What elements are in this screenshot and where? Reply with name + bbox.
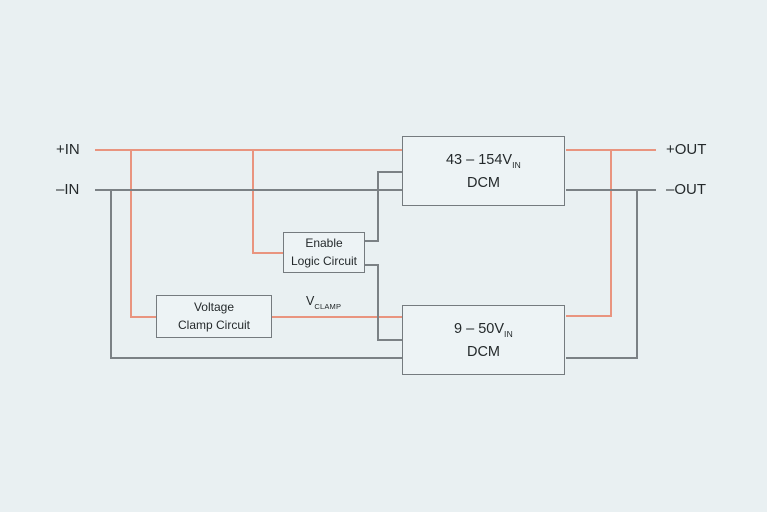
terminal-label-minus-in: –IN	[56, 181, 80, 198]
wire-dcm-bottom-positive-out	[566, 315, 612, 317]
wire-negative-out-rail	[566, 189, 656, 191]
wire-negative-bottom-rail	[110, 357, 402, 359]
dcm-bottom-name: DCM	[466, 343, 501, 360]
wire-positive-branch-clamp-horizontal	[130, 316, 157, 318]
terminal-label-plus-out: +OUT	[666, 141, 707, 158]
wire-positive-in-rail	[95, 149, 402, 151]
dcm-top-name: DCM	[466, 174, 501, 191]
wire-negative-in-rail	[95, 189, 402, 191]
wire-enable-to-dcm-top-vertical	[377, 171, 379, 241]
terminal-label-minus-out: –OUT	[666, 181, 707, 198]
enable-logic-circuit-block: Enable Logic Circuit	[283, 232, 365, 273]
wire-positive-out-branch-vertical	[610, 149, 612, 317]
vclamp-label-main: V	[306, 294, 315, 308]
wire-positive-branch-enable-horizontal	[252, 252, 284, 254]
wire-negative-out-branch-vertical	[636, 189, 638, 358]
wire-negative-branch-vertical	[110, 189, 112, 359]
voltage-clamp-circuit-block: Voltage Clamp Circuit	[156, 295, 272, 338]
dcm-top-range-line: 43 – 154VIN	[446, 149, 521, 172]
wire-vclamp-net	[271, 316, 402, 318]
voltage-clamp-line2: Clamp Circuit	[177, 317, 250, 332]
wire-enable-to-dcm-top-stub	[377, 171, 402, 173]
wire-enable-to-dcm-bottom-stub	[377, 339, 402, 341]
dcm-bottom-block: 9 – 50VIN DCM	[402, 305, 565, 375]
dcm-top-range-subscript: IN	[512, 159, 522, 170]
enable-logic-line1: Enable	[305, 236, 343, 250]
wire-dcm-bottom-negative-out	[566, 357, 638, 359]
wire-positive-branch-enable-vertical	[252, 149, 254, 254]
dcm-top-range: 43 – 154V	[445, 151, 513, 168]
dcm-bottom-range-line: 9 – 50VIN	[454, 318, 513, 341]
dcm-bottom-range-subscript: IN	[504, 328, 513, 339]
wire-enable-output-top	[364, 240, 379, 242]
dcm-bottom-range: 9 – 50V	[454, 320, 505, 337]
terminal-label-plus-in: +IN	[56, 141, 80, 158]
vclamp-label-subscript: CLAMP	[314, 301, 342, 311]
voltage-clamp-line1: Voltage	[193, 300, 235, 314]
wire-positive-branch-clamp-vertical	[130, 149, 132, 318]
wire-enable-output-bottom	[364, 264, 379, 266]
enable-logic-line2: Logic Circuit	[290, 253, 358, 268]
vclamp-net-label: VCLAMP	[306, 294, 342, 311]
dcm-top-block: 43 – 154VIN DCM	[402, 136, 565, 206]
wire-enable-to-dcm-bottom-vertical	[377, 264, 379, 340]
